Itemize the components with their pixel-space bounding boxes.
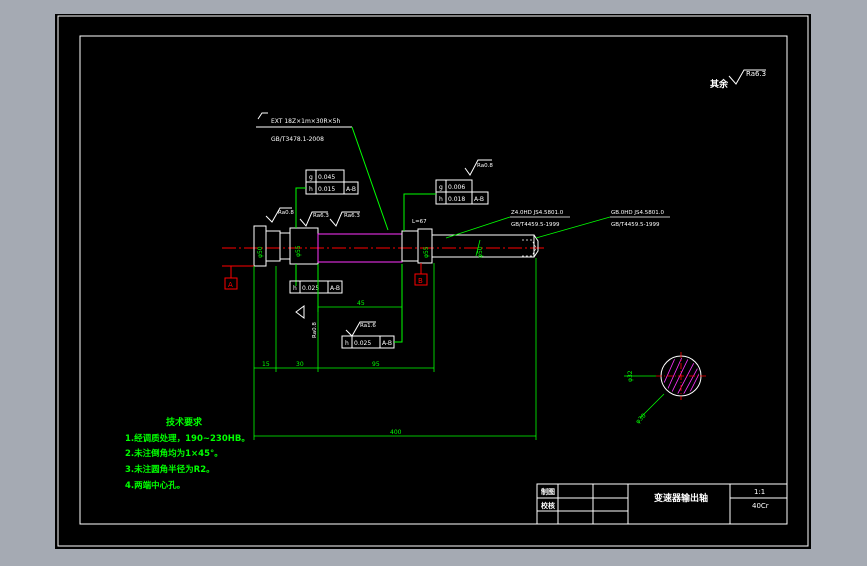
title-block [536, 483, 788, 525]
sheet-outer-border [57, 15, 809, 547]
sheet-inner-border [79, 35, 788, 525]
tol2-ref: A-B [474, 196, 484, 203]
tech-item-3: 3.未注圆角半径为R2。 [125, 464, 215, 475]
spline-symbol-icon [257, 112, 268, 120]
spline-leader [351, 126, 389, 231]
datum-a-box [224, 277, 238, 290]
roughness-right-icon [464, 159, 492, 176]
tb-title: 变速器输出轴 [654, 492, 708, 504]
roughness-left-icon [265, 207, 292, 223]
svg-text:h: h [345, 340, 349, 347]
drawing-sheet [55, 14, 811, 549]
tol4-ref: A-B [382, 340, 392, 347]
center-callout-right-1: GB.0HD JS4.5801.0 [611, 210, 665, 216]
tolerance-frame-1: g h 0.045 0.015 A-B [295, 169, 359, 228]
dim-d4-leader [475, 239, 481, 257]
tb-material: 40Cr [752, 502, 769, 510]
roughness-label-other: 其余 [710, 78, 729, 90]
dim-400: 400 [390, 429, 402, 436]
tech-item-1: 1.经调质处理，190~230HB。 [125, 433, 250, 444]
tol3-ref: A-B [330, 285, 340, 292]
section-diameter: φ32 [627, 370, 634, 382]
spline-standard: GB/T3478.1-2008 [271, 136, 324, 143]
tb-draw-label: 制图 [541, 487, 555, 496]
dim-diameter-2: φ55 [295, 245, 302, 257]
tech-title: 技术要求 [166, 416, 203, 428]
center-callout-left-1: Z4.0HD JS4.5801.0 [511, 210, 564, 216]
svg-text:g: g [309, 174, 313, 181]
tol2-g: 0.006 [448, 184, 465, 191]
svg-text:g: g [439, 184, 443, 191]
roughness-symbol-icon [728, 69, 766, 85]
svg-text:h: h [309, 186, 313, 193]
datum-b: B [418, 277, 423, 285]
tol4-h: 0.025 [354, 340, 371, 347]
ra-mid1: Ra6.3 [313, 213, 329, 219]
tol1-h: 0.015 [318, 186, 335, 193]
dim-30: 30 [296, 361, 304, 368]
roughness-mid1-icon [299, 211, 328, 227]
tol2-h: 0.018 [448, 196, 465, 203]
dim-diameter-1: φ50 [257, 246, 264, 258]
shaft-end-chamfer [520, 234, 539, 258]
center-callout-right-2: GB/T4459.5-1999 [611, 222, 660, 228]
tb-check-label: 校核 [541, 501, 555, 510]
tol1-g: 0.045 [318, 174, 335, 181]
ra-lower: Ra1.6 [360, 323, 376, 329]
dim-diameter-3: φ55 [423, 246, 430, 258]
svg-text:h: h [439, 196, 443, 203]
tol1-ref: A-B [346, 186, 356, 193]
datum-a: A [228, 281, 233, 289]
shaft-seg-8 [431, 234, 535, 258]
roughness-value-top: Ra6.3 [746, 70, 766, 78]
tolerance-frame-3: h 0.025 A-B [289, 264, 343, 294]
dimension-lines [253, 258, 537, 440]
tol3-h: 0.025 [302, 285, 319, 292]
tolerance-frame-2: g h 0.006 0.018 A-B [403, 179, 489, 231]
datum-b-box [414, 273, 428, 286]
tb-scale: 1:1 [754, 488, 765, 496]
dim-45: 45 [357, 300, 365, 307]
roughness-lower-icon [345, 321, 376, 337]
ra-left: Ra0.8 [278, 210, 294, 216]
ra-mid2: Ra6.3 [344, 213, 360, 219]
section-view [624, 352, 706, 419]
ra-right-top: Ra0.8 [477, 163, 493, 169]
dim-95: 95 [372, 361, 380, 368]
shaft-body [222, 225, 546, 267]
spline-spec: EXT 18Z×1m×30R×5h [271, 118, 340, 125]
tech-item-4: 4.两端中心孔。 [125, 480, 185, 491]
center-callout-left-2: GB/T4459.5-1999 [511, 222, 560, 228]
note-le: L=67 [412, 219, 427, 225]
roughness-mid2-icon [329, 211, 360, 227]
roughness-vert-icon [295, 305, 305, 319]
dim-15: 15 [262, 361, 270, 368]
dim-diameter-4: φ50 [477, 246, 484, 258]
tech-item-2: 2.未注倒角均为1×45°。 [125, 448, 223, 459]
ra-vert: Ra0.8 [312, 322, 318, 338]
tolerance-frame-4: Ra1.6 h 0.025 A-B [341, 264, 403, 349]
svg-text:h: h [293, 285, 297, 292]
